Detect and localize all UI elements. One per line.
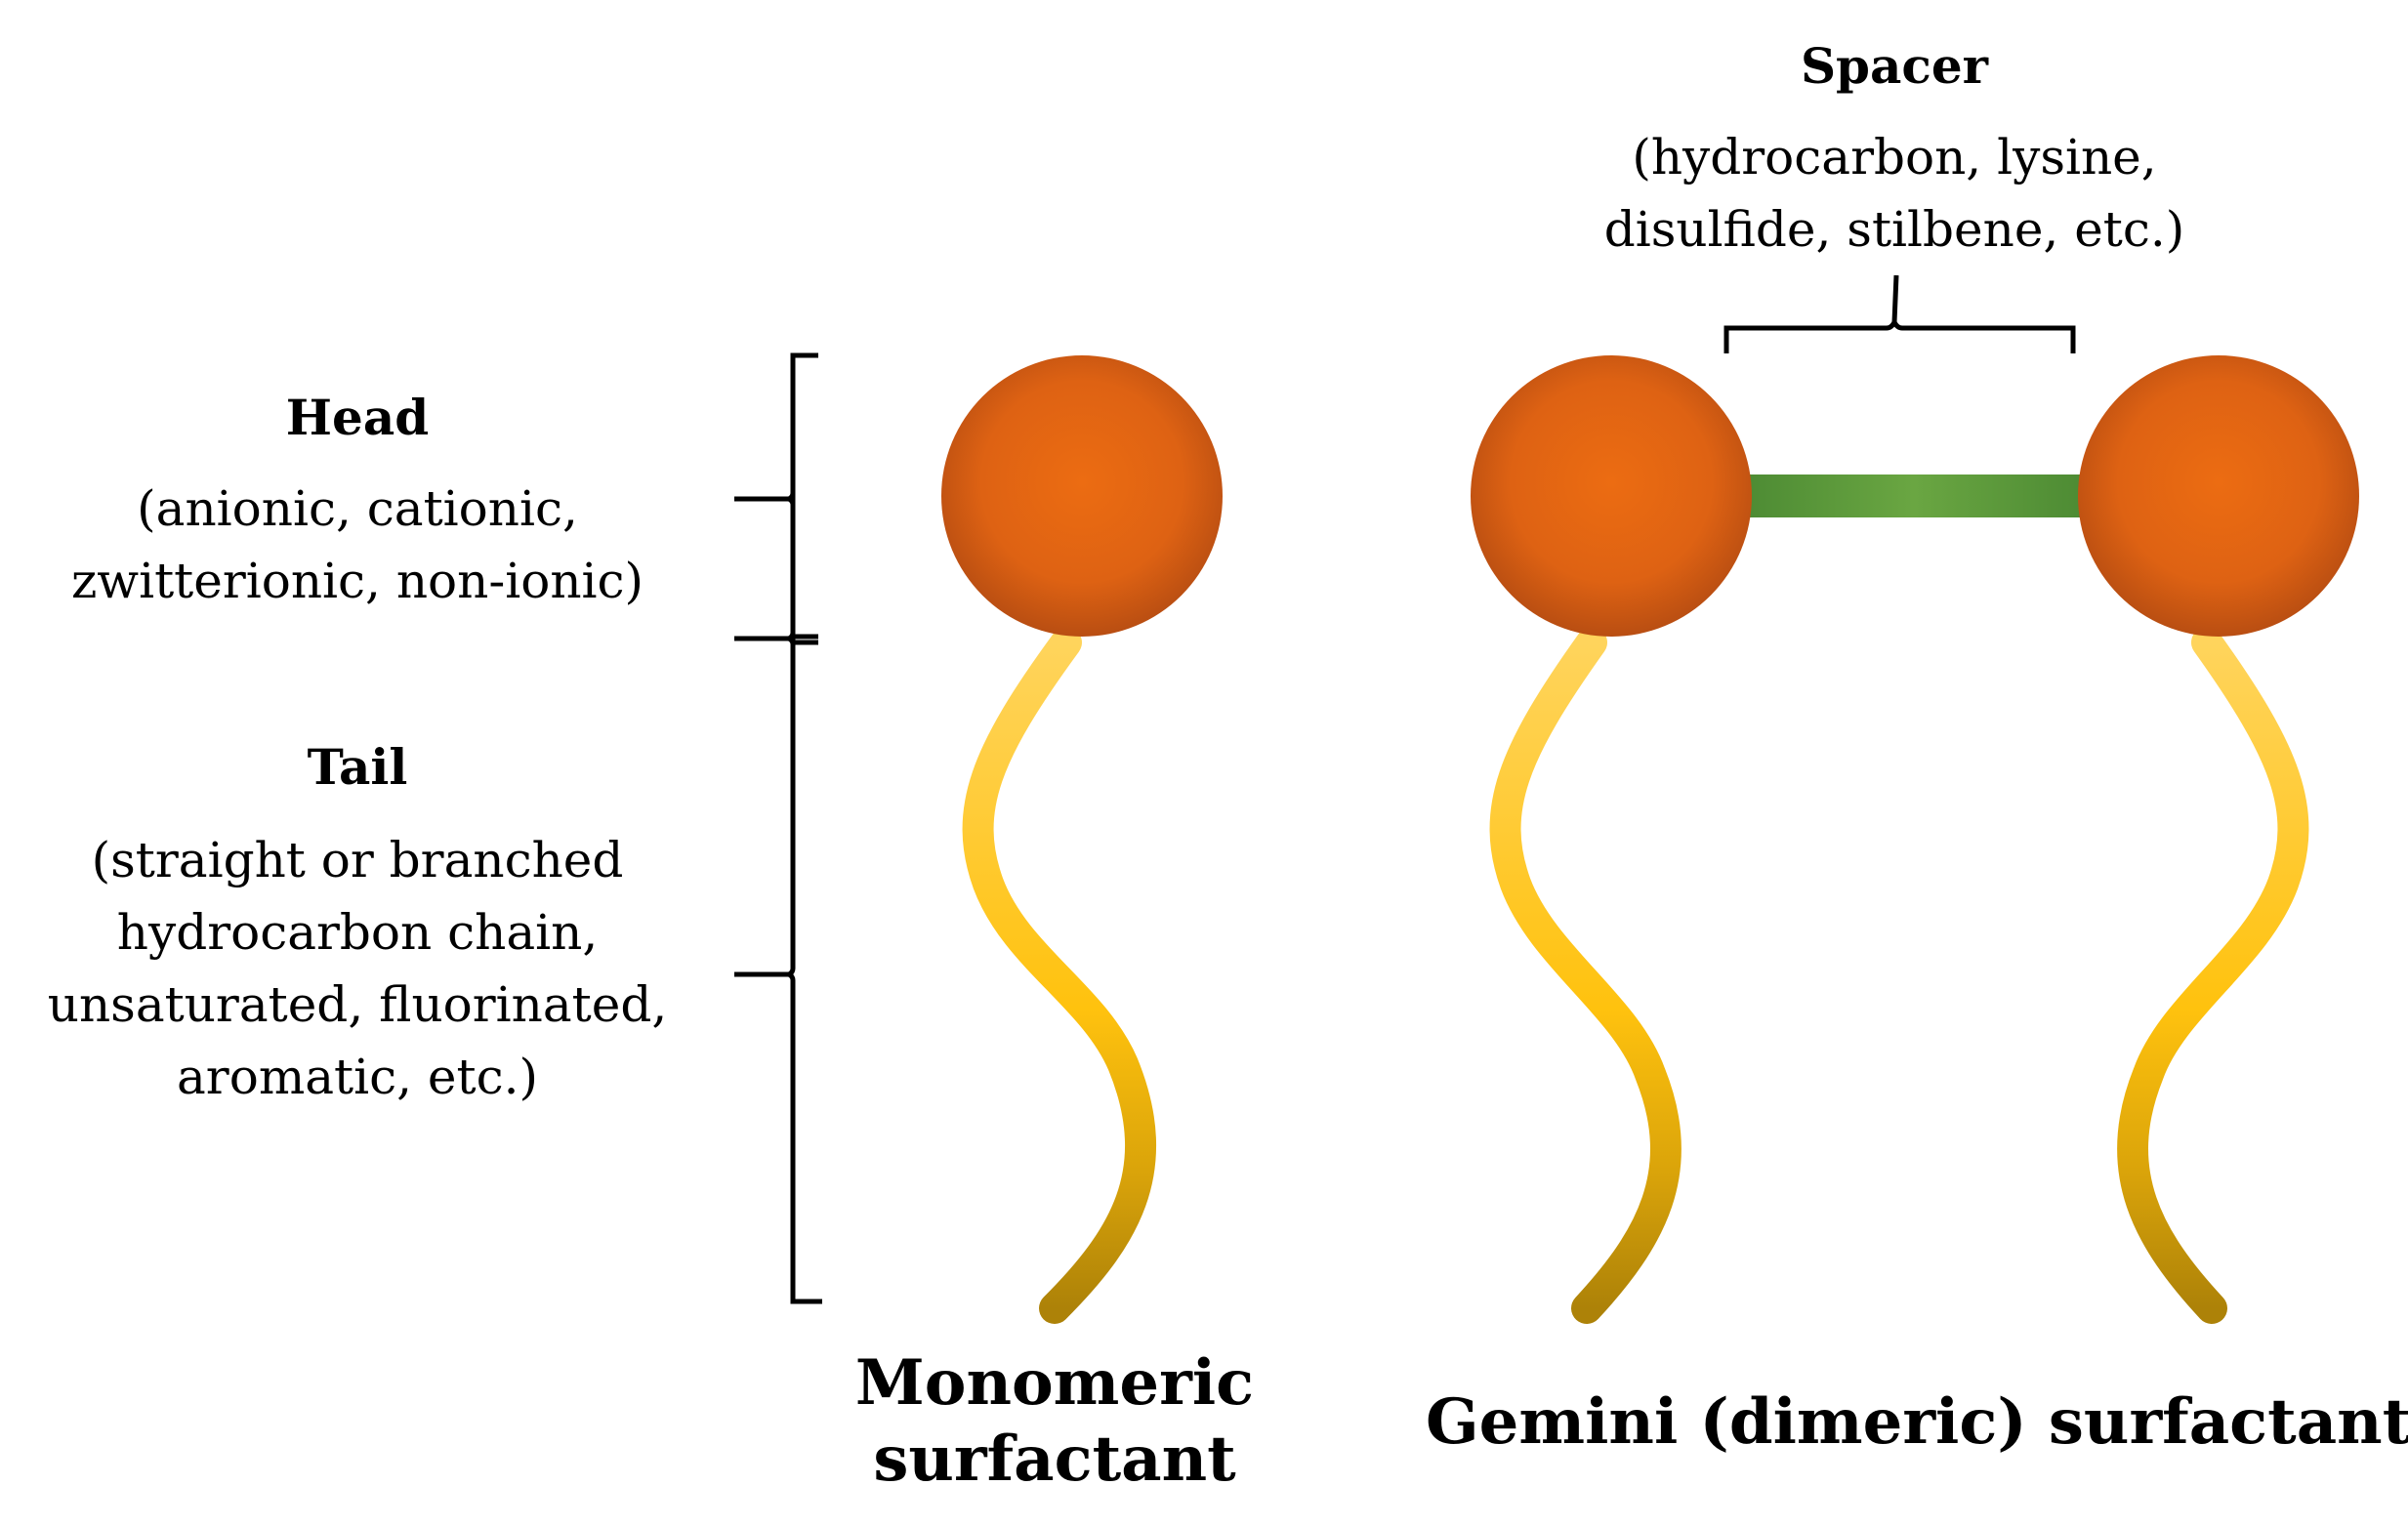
gemini-head-right [2078, 355, 2359, 637]
tail-description-line-3: unsaturated, fluorinated, [47, 976, 668, 1033]
head-description-line-2: zwitterionic, non-ionic) [70, 553, 644, 609]
tail-description-line-2: hydrocarbon chain, [116, 904, 599, 961]
monomer-tail [962, 627, 1157, 1324]
tail-bracket [734, 640, 822, 1304]
gemini-head-left [1471, 355, 1752, 637]
spacer-bracket [1723, 274, 2076, 353]
gemini-tail-right [2117, 627, 2309, 1324]
tail-description-line-1: (straight or branched [91, 832, 624, 888]
monomeric-caption-line-2: surfactant [873, 1423, 1236, 1496]
spacer-bar [1738, 475, 2090, 517]
spacer-description-line-1: (hydrocarbon, lysine, [1632, 129, 2157, 186]
monomer-head [941, 355, 1223, 637]
gemini-tail-left [1489, 627, 1681, 1324]
spacer-title: Spacer [1800, 37, 1989, 95]
tail-title: Tail [307, 738, 408, 796]
spacer-description-line-2: disulfide, stilbene, etc.) [1603, 201, 2185, 258]
head-title: Head [285, 389, 430, 446]
tail-description-line-4: aromatic, etc.) [177, 1049, 538, 1105]
head-description-line-1: (anionic, cationic, [137, 480, 578, 537]
head-bracket-mid [734, 355, 796, 639]
gemini-caption: Gemini (dimeric) surfactant [1426, 1385, 2408, 1459]
monomeric-caption-line-1: Monomeric [854, 1346, 1255, 1420]
